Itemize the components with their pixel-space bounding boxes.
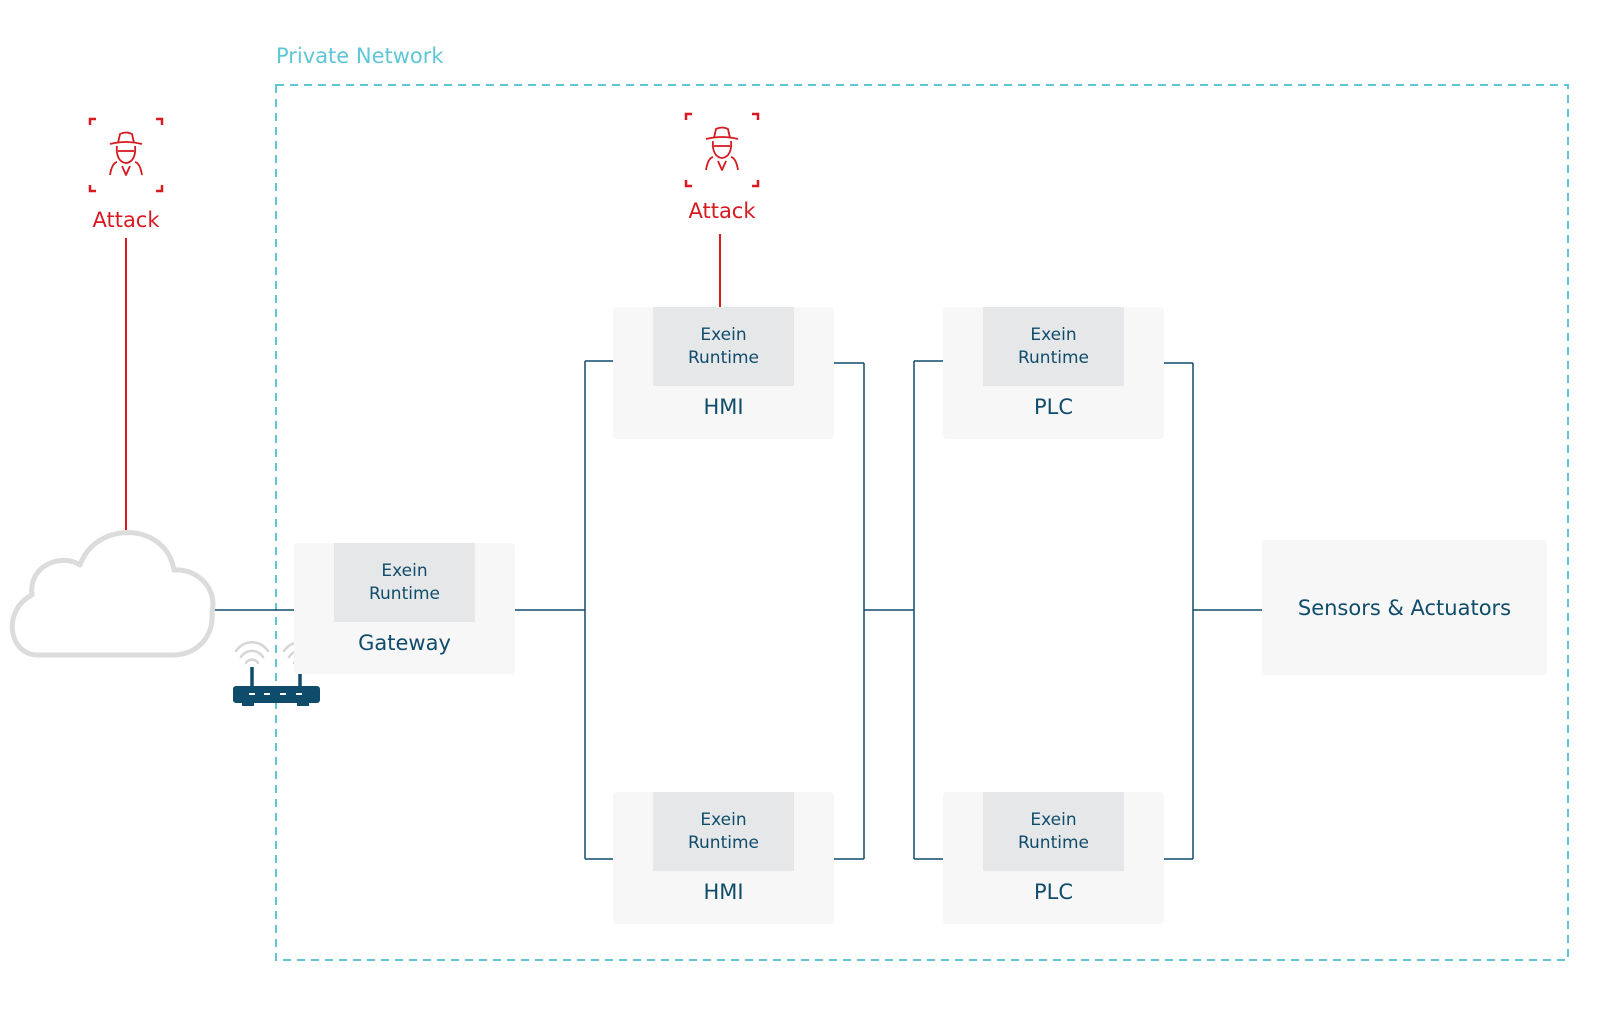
plc-title: PLC: [1033, 395, 1074, 419]
sensors-actuators-node: Sensors & Actuators: [1262, 540, 1547, 675]
gateway-node: Exein Runtime Gateway: [294, 543, 515, 674]
runtime-line: Runtime: [687, 347, 759, 368]
runtime-line: Runtime: [1017, 347, 1089, 368]
hacker-icon: [684, 112, 760, 188]
plc-node-bottom: Exein Runtime PLC: [943, 792, 1164, 924]
gateway-title: Gateway: [358, 631, 451, 655]
exein-runtime-box: Exein Runtime: [653, 307, 794, 386]
runtime-line: Exein: [700, 324, 747, 345]
network-connectors: [214, 360, 1262, 860]
exein-runtime-box: Exein Runtime: [334, 543, 475, 622]
plc-title: PLC: [1033, 880, 1074, 904]
cloud-icon: [9, 530, 216, 658]
runtime-line: Exein: [1030, 809, 1077, 830]
hacker-icon: [88, 117, 164, 193]
plc-node-top: Exein Runtime PLC: [943, 307, 1164, 439]
hmi-node-top: Exein Runtime HMI: [613, 307, 834, 439]
runtime-line: Runtime: [368, 583, 440, 604]
attack-label: Attack: [92, 208, 160, 232]
hmi-node-bottom: Exein Runtime HMI: [613, 792, 834, 924]
private-network-boundary: [275, 84, 1569, 961]
sensors-actuators-title: Sensors & Actuators: [1297, 595, 1512, 620]
private-network-label: Private Network: [276, 44, 444, 68]
hmi-title: HMI: [703, 395, 744, 419]
exein-runtime-box: Exein Runtime: [983, 792, 1124, 871]
runtime-line: Exein: [381, 560, 428, 581]
exein-runtime-box: Exein Runtime: [653, 792, 794, 871]
runtime-line: Exein: [1030, 324, 1077, 345]
exein-runtime-box: Exein Runtime: [983, 307, 1124, 386]
runtime-line: Runtime: [687, 832, 759, 853]
attack-label: Attack: [688, 199, 756, 223]
runtime-line: Exein: [700, 809, 747, 830]
hmi-title: HMI: [703, 880, 744, 904]
runtime-line: Runtime: [1017, 832, 1089, 853]
